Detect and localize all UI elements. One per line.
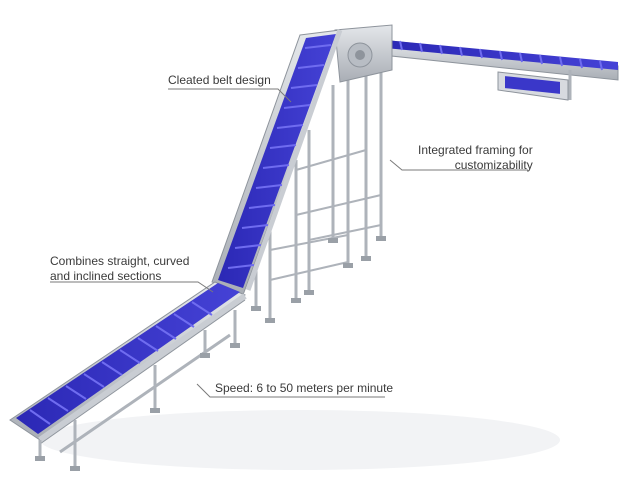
lower-horizontal-conveyor xyxy=(9,281,247,454)
head-drive-box xyxy=(334,24,393,83)
lower-feet xyxy=(35,343,240,471)
leader-speed xyxy=(196,383,385,398)
leader-combines xyxy=(50,281,214,293)
upper-horizontal-conveyor xyxy=(381,39,619,101)
callout-speed: Speed: 6 to 50 meters per minute xyxy=(215,381,393,396)
inclined-conveyor xyxy=(211,29,343,296)
support-tower xyxy=(254,62,383,320)
callout-combines-line-1: Combines straight, curved xyxy=(50,254,190,268)
callout-framing-line-2: customizability xyxy=(454,158,533,172)
callout-integrated-framing: Integrated framing for customizability xyxy=(418,143,533,173)
callout-cleated-belt: Cleated belt design xyxy=(168,73,271,88)
callout-combines-sections: Combines straight, curved and inclined s… xyxy=(50,254,189,284)
callout-speed-line-1: Speed: 6 to 50 meters per minute xyxy=(215,381,394,395)
callout-cleated-line-1: Cleated belt design xyxy=(168,73,271,87)
leader-cleated xyxy=(168,88,292,103)
ground-shadow xyxy=(40,410,560,470)
callout-framing-line-1: Integrated framing for xyxy=(418,143,533,157)
leader-framing xyxy=(389,159,528,171)
lower-legs xyxy=(38,310,237,468)
callout-combines-line-2: and inclined sections xyxy=(50,269,162,283)
support-feet xyxy=(251,236,386,323)
callout-leaders xyxy=(50,88,528,398)
